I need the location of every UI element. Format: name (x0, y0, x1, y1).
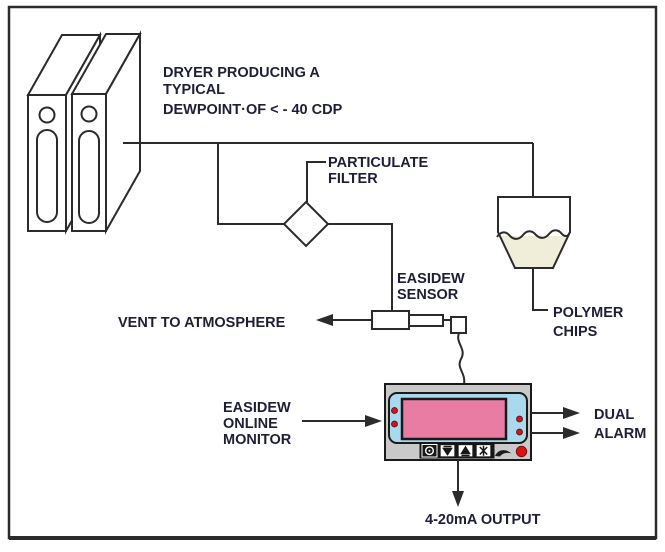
easidew-sensor-label-line1: EASIDEW (397, 271, 465, 287)
alarm-arrow1-head-icon (563, 407, 580, 419)
sensor-probe (408, 314, 444, 327)
pipe-filter-to-sensor (328, 223, 393, 311)
output-label: 4-20mA OUTPUT (425, 512, 541, 528)
set-button-icon (475, 443, 492, 458)
easidew-online-monitor (384, 383, 532, 461)
down-button-icon (439, 443, 456, 458)
monitor-label-arrowhead-icon (365, 415, 382, 427)
dryer-left-port-icon (38, 106, 56, 124)
output-arrow (452, 460, 464, 507)
dryer-label-line2: TYPICAL (163, 82, 225, 98)
filter-diamond-icon (282, 200, 330, 248)
polymer-leader-line (532, 268, 548, 311)
led-right-bottom-icon (516, 428, 523, 436)
dual-alarm-label-line1: DUAL (594, 407, 634, 423)
polymer-chips-hopper (496, 196, 571, 311)
monitor-label-line3: MONITOR (223, 432, 292, 448)
dual-alarm-arrows (531, 407, 580, 439)
hopper-outline (497, 196, 571, 269)
dryer-label-line1: DRYER PRODUCING A (163, 65, 320, 81)
dual-alarm-label-line2: ALARM (594, 426, 646, 442)
alarm-arrow2-head-icon (563, 427, 580, 439)
polymer-chips-label-line1: POLYMER (553, 305, 624, 321)
filter-leader-line (306, 161, 326, 202)
polymer-chips-label-line2: CHIPS (553, 324, 598, 340)
led-right-top-icon (516, 415, 523, 423)
monitor-label-line1: EASIDEW (223, 400, 291, 416)
chips-fill (499, 236, 569, 267)
dryer-label-line3: DEWPOINT·OF < - 40 CDP (163, 102, 343, 118)
dryer-tower-right (70, 30, 142, 235)
dryer-right-sight-slot (78, 130, 100, 224)
chips-surface-wave (496, 229, 571, 240)
pipe-branch-to-filter (217, 143, 284, 225)
brand-logo-icon (495, 450, 512, 457)
labels: DRYER PRODUCING A TYPICAL DEWPOINT·OF < … (118, 65, 646, 528)
program-button-icon (421, 444, 438, 458)
monitor-screen (400, 397, 508, 441)
output-arrowhead-icon (452, 491, 464, 507)
power-led-icon (515, 445, 528, 458)
sensor-cable (457, 332, 466, 385)
monitor-label-line2: ONLINE (223, 416, 278, 432)
sensor-connector-plug (450, 316, 467, 334)
dryer-left-sight-slot (36, 129, 58, 223)
easidew-sensor-label-line2: SENSOR (397, 287, 459, 303)
led-left-top-icon (391, 407, 398, 414)
vent-arrow (316, 314, 372, 326)
dryer-right-port-icon (80, 105, 98, 123)
vent-arrowhead-icon (316, 314, 333, 326)
dryer-towers (26, 30, 142, 235)
pipework (123, 142, 534, 311)
sensor-block (371, 310, 410, 330)
up-button-icon (457, 443, 474, 458)
particulate-filter (282, 161, 330, 248)
led-left-bottom-icon (391, 420, 398, 428)
monitor-label-arrow (302, 415, 382, 427)
particulate-filter-label-line2: FILTER (328, 171, 378, 187)
particulate-filter-label-line1: PARTICULATE (328, 155, 428, 171)
vent-label: VENT TO ATMOSPHERE (118, 315, 286, 331)
